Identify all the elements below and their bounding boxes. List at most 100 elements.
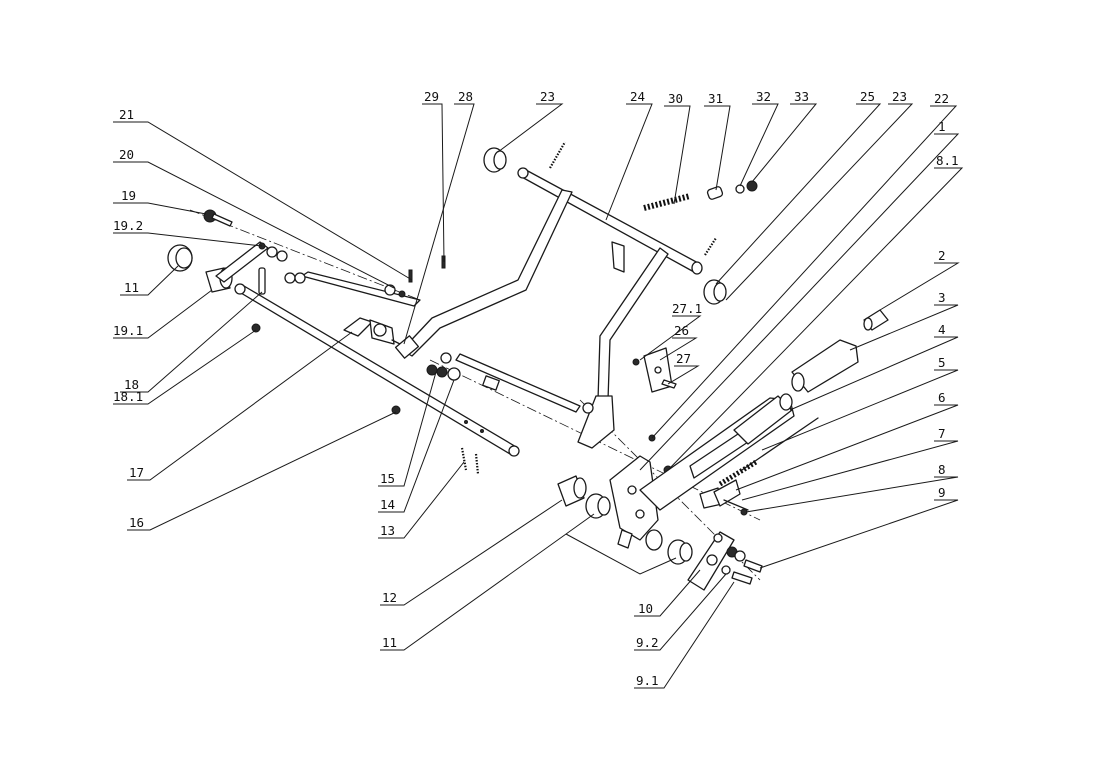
callout-12: 12 (382, 590, 397, 605)
callout-3: 3 (938, 290, 946, 305)
leader-17 (127, 331, 353, 481)
leader-27-1 (639, 315, 702, 361)
leader-24 (605, 103, 653, 221)
callout-19-1: 19.1 (113, 323, 143, 338)
leader-33 (751, 103, 818, 183)
leader-14 (378, 379, 455, 513)
handle-grip (791, 339, 859, 393)
leader-9-2 (634, 573, 727, 651)
leader-12 (380, 499, 563, 606)
leader-7 (741, 440, 959, 501)
callout-1: 1 (938, 119, 946, 134)
bracket-7 (713, 479, 749, 516)
leader-30 (664, 105, 691, 205)
eyelet-31 (706, 186, 724, 200)
leader-2 (879, 262, 960, 311)
leader-6 (735, 404, 959, 491)
leader-11b (380, 513, 595, 651)
leader-32 (739, 103, 779, 187)
leader-23a (497, 103, 564, 153)
spring-30 (643, 193, 691, 211)
callout-6: 6 (938, 390, 946, 405)
bushing-23-right (703, 279, 727, 305)
bracket-19-2 (215, 241, 288, 283)
leader-13 (378, 461, 465, 539)
callout-16: 16 (129, 515, 144, 530)
callout-30: 30 (668, 91, 683, 106)
cover-plate (687, 531, 735, 591)
bushing-lower (585, 493, 611, 519)
leader-lines (113, 103, 964, 689)
link-rod-upper (284, 271, 421, 307)
pins-28-29 (408, 255, 446, 283)
callout-11a: 11 (124, 280, 139, 295)
callout-33: 33 (794, 89, 809, 104)
cap-2 (863, 309, 889, 331)
leader-20 (113, 161, 395, 289)
bushing-left (167, 244, 193, 272)
callout-18-1: 18.1 (113, 389, 143, 404)
leader-1 (639, 133, 960, 471)
callout-27-1: 27.1 (672, 301, 702, 316)
callout-7: 7 (938, 426, 946, 441)
pin-top (549, 141, 566, 169)
link-rod-lower (391, 352, 581, 415)
leader-23b (725, 103, 914, 301)
callout-10: 10 (638, 601, 653, 616)
callout-20: 20 (119, 147, 134, 162)
bolt-19 (203, 209, 233, 227)
yoke-bracket (343, 317, 405, 347)
leader-4 (789, 336, 959, 411)
parts-layer (167, 141, 889, 591)
collar-12 (557, 475, 587, 507)
leader-18 (120, 291, 263, 393)
pin-25 (704, 237, 717, 256)
leader-9-1 (634, 581, 735, 689)
nut-18-1 (251, 323, 261, 333)
leader-27 (667, 365, 700, 385)
spring-rod (718, 417, 819, 487)
callout-9-2: 9.2 (636, 635, 659, 650)
leader-16 (127, 411, 397, 531)
callout-23b: 23 (892, 89, 907, 104)
leader-22 (651, 105, 958, 439)
pin-18 (258, 267, 266, 295)
callout-22: 22 (934, 91, 949, 106)
leader-19 (113, 202, 207, 215)
leader-31 (704, 105, 731, 191)
bushing-10 (645, 529, 693, 565)
pins-13 (460, 447, 468, 471)
callout-25: 25 (860, 89, 875, 104)
leader-10 (634, 569, 701, 617)
callout-4: 4 (938, 322, 946, 337)
callout-19-2: 19.2 (113, 218, 143, 233)
callout-31: 31 (708, 91, 723, 106)
callout-labels: 21 20 19 19.2 11 19.1 18 18.1 17 16 15 1… (113, 89, 959, 688)
callout-8-1: 8.1 (936, 153, 959, 168)
leader-19-2 (113, 232, 263, 247)
leader-19-1 (113, 289, 213, 339)
callout-11b: 11 (382, 635, 397, 650)
leader-28 (403, 103, 475, 345)
bracket-26 (632, 347, 677, 475)
callout-9: 9 (938, 485, 946, 500)
leader-25 (715, 103, 882, 285)
leader-9 (759, 499, 959, 569)
callout-8: 8 (938, 462, 946, 477)
callout-14: 14 (380, 497, 395, 512)
callout-32: 32 (756, 89, 771, 104)
leader-8 (745, 476, 959, 513)
callout-13: 13 (380, 523, 395, 538)
callout-24: 24 (630, 89, 645, 104)
leader-5 (761, 369, 959, 451)
main-frame (394, 167, 703, 449)
leader-21 (113, 121, 413, 281)
callout-21: 21 (119, 107, 134, 122)
lower-shaft (234, 283, 520, 457)
callout-15: 15 (380, 471, 395, 486)
callout-18: 18 (124, 377, 139, 392)
fasteners-9 (721, 546, 763, 585)
callout-5: 5 (938, 355, 946, 370)
leader-11a (120, 265, 179, 296)
